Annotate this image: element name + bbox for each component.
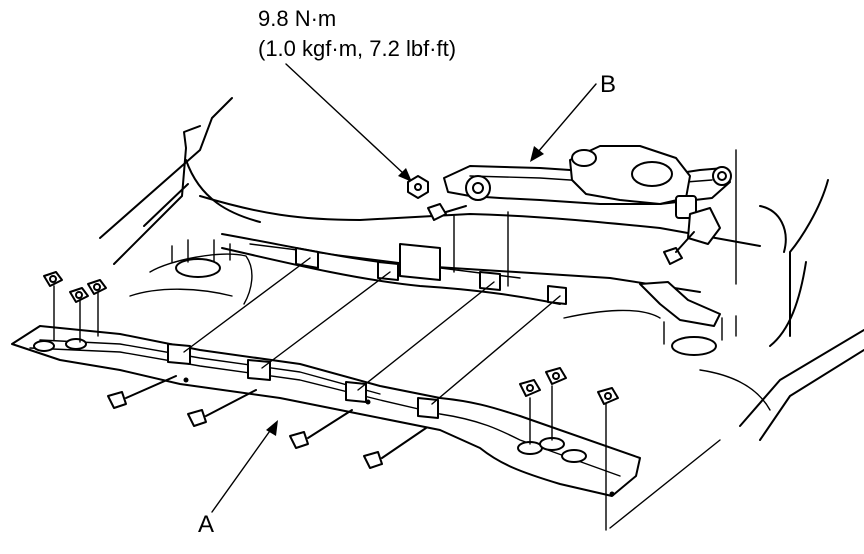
callout-a-label: A xyxy=(198,511,214,538)
bolt-icon xyxy=(69,287,89,303)
callout-b-leader xyxy=(530,83,597,162)
right-fender-outline xyxy=(563,179,864,441)
bolt-icon xyxy=(289,409,353,449)
cowl-brackets xyxy=(295,243,567,305)
bolt-icon xyxy=(187,389,257,427)
callout-a-leader xyxy=(211,420,278,513)
bolt-icon xyxy=(545,367,567,385)
wiper-linkage-b xyxy=(443,145,732,327)
right-strut-mount xyxy=(663,315,737,356)
bolt-icon xyxy=(363,427,427,469)
linkage-fasteners xyxy=(407,175,695,265)
callout-b-label: B xyxy=(600,71,616,98)
bolt-icon xyxy=(87,279,107,295)
nut-icon xyxy=(407,175,429,199)
bolt-icon xyxy=(597,387,619,405)
left-fender-outline xyxy=(99,97,261,305)
cross-bar-a xyxy=(11,325,641,497)
bolt-icon xyxy=(663,231,695,265)
torque-alt-units: (1.0 kgf·m, 7.2 lbf·ft) xyxy=(258,36,456,61)
bolt-icon xyxy=(427,203,467,221)
bolt-icon xyxy=(519,379,541,397)
torque-leader-line xyxy=(285,63,412,182)
alignment-lines xyxy=(53,149,737,531)
left-strut-mount xyxy=(171,239,231,278)
bolt-icon xyxy=(107,375,177,409)
bolt-icon xyxy=(43,271,63,287)
cross-bar-bolts xyxy=(43,271,619,469)
torque-value: 9.8 N·m xyxy=(258,6,336,31)
